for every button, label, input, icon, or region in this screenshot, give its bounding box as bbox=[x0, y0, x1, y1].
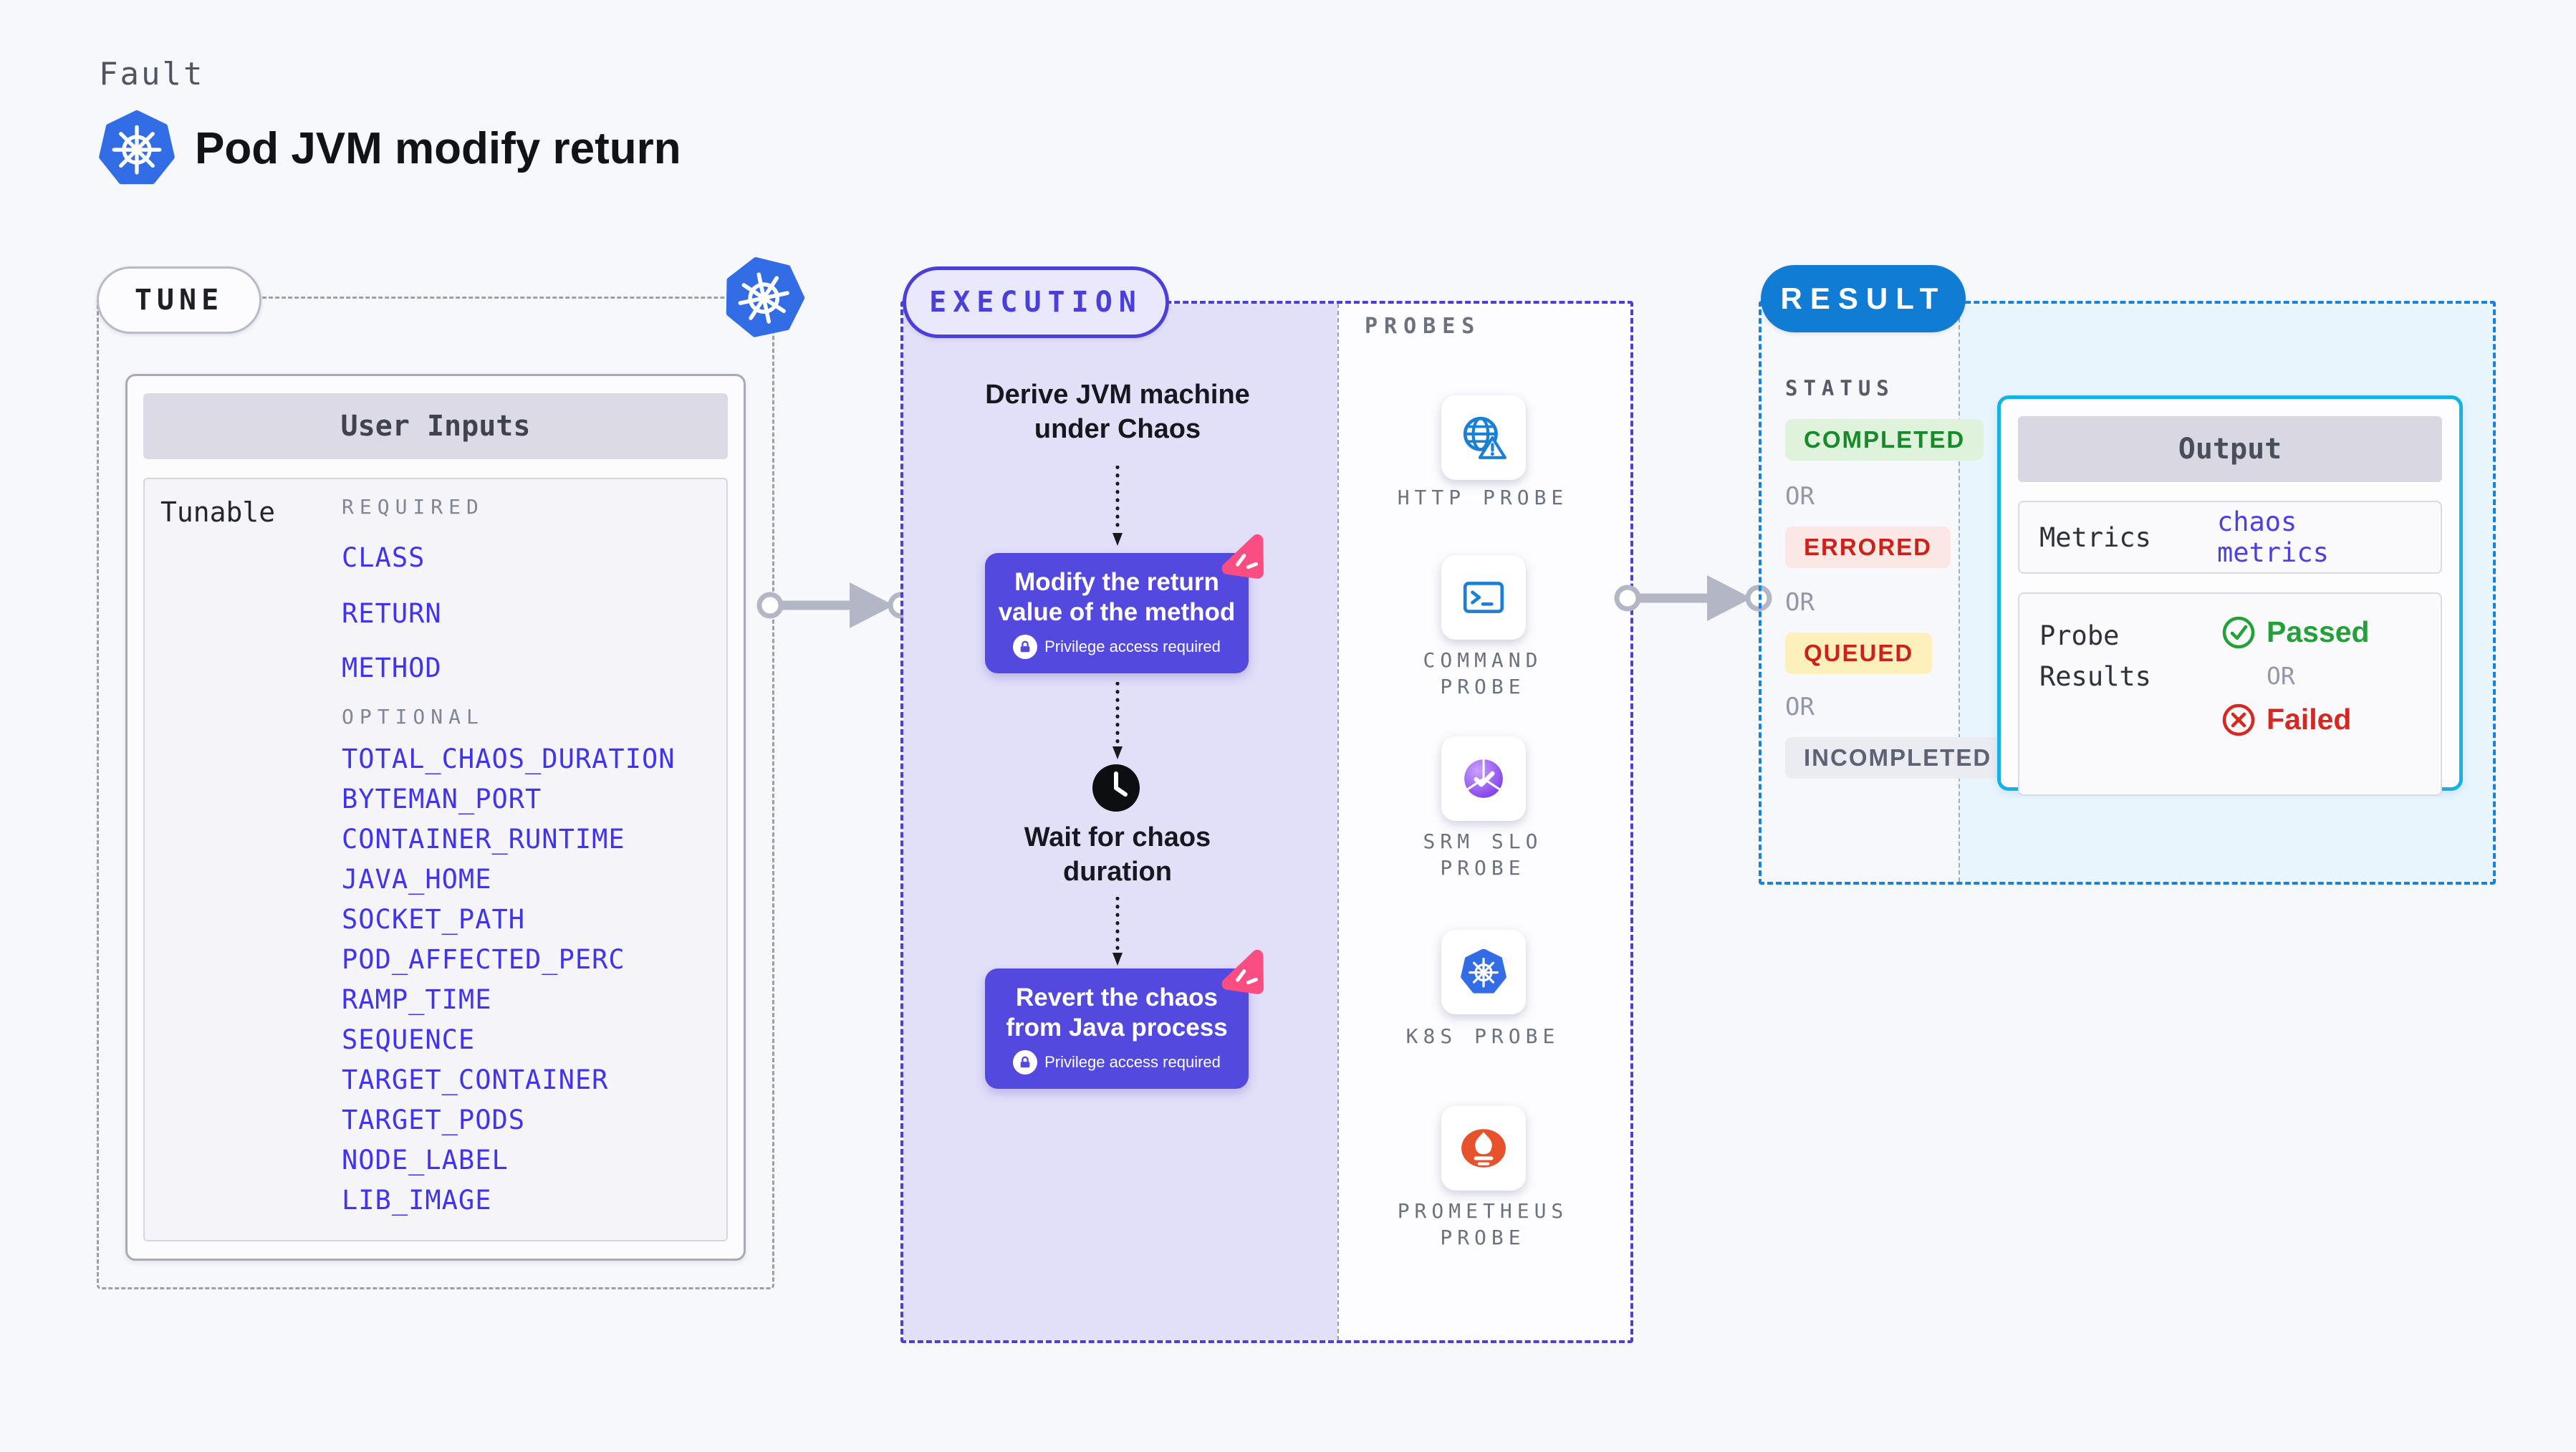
required-section-label: REQUIRED bbox=[342, 494, 484, 519]
status-badge-queued: QUEUED bbox=[1785, 633, 1933, 674]
tunable-item[interactable]: POD_AFFECTED_PERC bbox=[342, 943, 625, 975]
page-kicker: Fault bbox=[99, 56, 205, 92]
or-separator: OR bbox=[1785, 588, 1815, 617]
flow-arrow-down-icon bbox=[1112, 466, 1123, 546]
tunable-item[interactable]: RETURN bbox=[342, 597, 442, 629]
status-badge-errored: ERRORED bbox=[1785, 527, 1951, 568]
user-inputs-card: User Inputs Tunable REQUIRED CLASS RETUR… bbox=[125, 374, 746, 1261]
step-modify-return-node: Modify the return value of the method Pr… bbox=[985, 553, 1249, 673]
tunable-item[interactable]: SEQUENCE bbox=[342, 1024, 476, 1055]
optional-section-label: OPTIONAL bbox=[342, 704, 484, 729]
execution-to-result-arrow bbox=[1612, 569, 1777, 627]
tunable-item[interactable]: NODE_LABEL bbox=[342, 1144, 509, 1175]
or-separator: OR bbox=[1785, 693, 1815, 721]
failed-line: Failed bbox=[2222, 703, 2370, 736]
tunable-item[interactable]: TOTAL_CHAOS_DURATION bbox=[342, 743, 676, 774]
x-circle-icon bbox=[2222, 703, 2255, 736]
probe-label: HTTP PROBE bbox=[1397, 486, 1569, 509]
probe-label: PROMETHEUS PROBE bbox=[1397, 1199, 1569, 1249]
status-column: STATUS COMPLETED OR ERRORED OR QUEUED OR… bbox=[1785, 376, 2011, 779]
tunable-item[interactable]: CLASS bbox=[342, 542, 426, 573]
page-title: Pod JVM modify return bbox=[195, 124, 681, 173]
tunables-list: Tunable REQUIRED CLASS RETURN METHOD OPT… bbox=[143, 478, 728, 1241]
prometheus-probe-card[interactable] bbox=[1441, 1106, 1526, 1191]
probe-results-row: Probe Results Passed OR Faile bbox=[2018, 592, 2442, 796]
command-probe-card[interactable] bbox=[1441, 555, 1526, 640]
step-wait-duration: Wait for chaos duration bbox=[1024, 822, 1211, 887]
passed-line: Passed bbox=[2222, 615, 2370, 649]
kubernetes-icon bbox=[716, 248, 812, 347]
clock-icon bbox=[1092, 764, 1140, 812]
srm-slo-probe-card[interactable] bbox=[1441, 736, 1526, 821]
tunable-item[interactable]: BYTEMAN_PORT bbox=[342, 783, 542, 814]
step-revert-chaos-label: Revert the chaos from Java process bbox=[1006, 984, 1228, 1042]
or-separator: OR bbox=[1785, 482, 1815, 511]
lock-icon bbox=[1013, 1050, 1038, 1074]
output-card: Output Metrics chaos metrics Probe Resul… bbox=[1997, 395, 2463, 796]
terminal-icon bbox=[1463, 582, 1504, 613]
litmus-chaos-icon bbox=[1213, 944, 1272, 1002]
tunable-item[interactable]: TARGET_PODS bbox=[342, 1104, 526, 1135]
probe-label: SRM SLO PROBE bbox=[1423, 830, 1543, 880]
tunable-item[interactable]: TARGET_CONTAINER bbox=[342, 1064, 609, 1095]
flow-arrow-down-icon bbox=[1112, 897, 1123, 966]
prometheus-icon bbox=[1461, 1129, 1506, 1168]
check-circle-icon bbox=[2222, 616, 2255, 648]
failed-label: Failed bbox=[2267, 703, 2352, 736]
tune-section-box bbox=[97, 297, 774, 1289]
http-probe-card[interactable] bbox=[1441, 395, 1526, 480]
step-revert-chaos-node: Revert the chaos from Java process Privi… bbox=[985, 968, 1249, 1089]
probe-label: K8S PROBE bbox=[1405, 1024, 1560, 1048]
execution-flow-area bbox=[903, 304, 1337, 1340]
probe-results-label: Probe Results bbox=[2039, 620, 2151, 693]
tunable-item[interactable]: RAMP_TIME bbox=[342, 984, 492, 1015]
tune-pill: TUNE bbox=[97, 266, 261, 334]
chaos-metrics-link[interactable]: chaos metrics bbox=[2216, 506, 2329, 568]
metrics-label: Metrics bbox=[2039, 521, 2151, 553]
probe-results-values: Passed OR Failed bbox=[2222, 615, 2370, 773]
litmus-chaos-icon bbox=[1213, 529, 1272, 587]
step-derive-jvm: Derive JVM machine under Chaos bbox=[985, 380, 1250, 444]
tunable-item[interactable]: METHOD bbox=[342, 652, 442, 683]
slo-gauge-icon bbox=[1464, 759, 1503, 798]
user-inputs-title: User Inputs bbox=[143, 393, 728, 459]
k8s-probe-card[interactable] bbox=[1441, 930, 1526, 1014]
status-badge-completed: COMPLETED bbox=[1785, 419, 1984, 461]
tunable-item[interactable]: LIB_IMAGE bbox=[342, 1184, 492, 1216]
result-pill: RESULT bbox=[1761, 265, 1966, 332]
tune-to-execution-arrow bbox=[754, 577, 919, 634]
kubernetes-icon bbox=[99, 109, 175, 189]
status-badge-incompleted: INCOMPLETED bbox=[1785, 737, 2011, 779]
execution-pill: EXECUTION bbox=[903, 266, 1169, 338]
tunable-row-label: Tunable bbox=[160, 496, 276, 528]
privilege-badge: Privilege access required bbox=[1013, 635, 1221, 659]
or-separator: OR bbox=[2267, 662, 2295, 690]
probe-label: COMMAND PROBE bbox=[1423, 648, 1543, 698]
tunable-item[interactable]: JAVA_HOME bbox=[342, 863, 492, 895]
privilege-badge-label: Privilege access required bbox=[1044, 638, 1221, 655]
execution-section-box bbox=[900, 301, 1633, 1343]
privilege-badge: Privilege access required bbox=[1013, 1050, 1221, 1074]
output-card-title: Output bbox=[2018, 416, 2442, 482]
globe-alert-icon bbox=[1463, 416, 1506, 459]
step-modify-return-label: Modify the return value of the method bbox=[998, 568, 1236, 626]
flow-arrow-down-icon bbox=[1112, 682, 1123, 759]
privilege-badge-label: Privilege access required bbox=[1044, 1053, 1221, 1071]
metrics-row: Metrics chaos metrics bbox=[2018, 501, 2442, 574]
passed-label: Passed bbox=[2267, 615, 2370, 648]
kubernetes-icon bbox=[1461, 949, 1506, 995]
lock-icon bbox=[1013, 635, 1038, 659]
tunable-item[interactable]: SOCKET_PATH bbox=[342, 903, 526, 935]
probes-column-label: PROBES bbox=[1365, 314, 1481, 339]
tunable-item[interactable]: CONTAINER_RUNTIME bbox=[342, 823, 625, 855]
tunables-column: REQUIRED CLASS RETURN METHOD OPTIONAL TO… bbox=[342, 484, 676, 1220]
status-heading: STATUS bbox=[1785, 376, 1895, 400]
